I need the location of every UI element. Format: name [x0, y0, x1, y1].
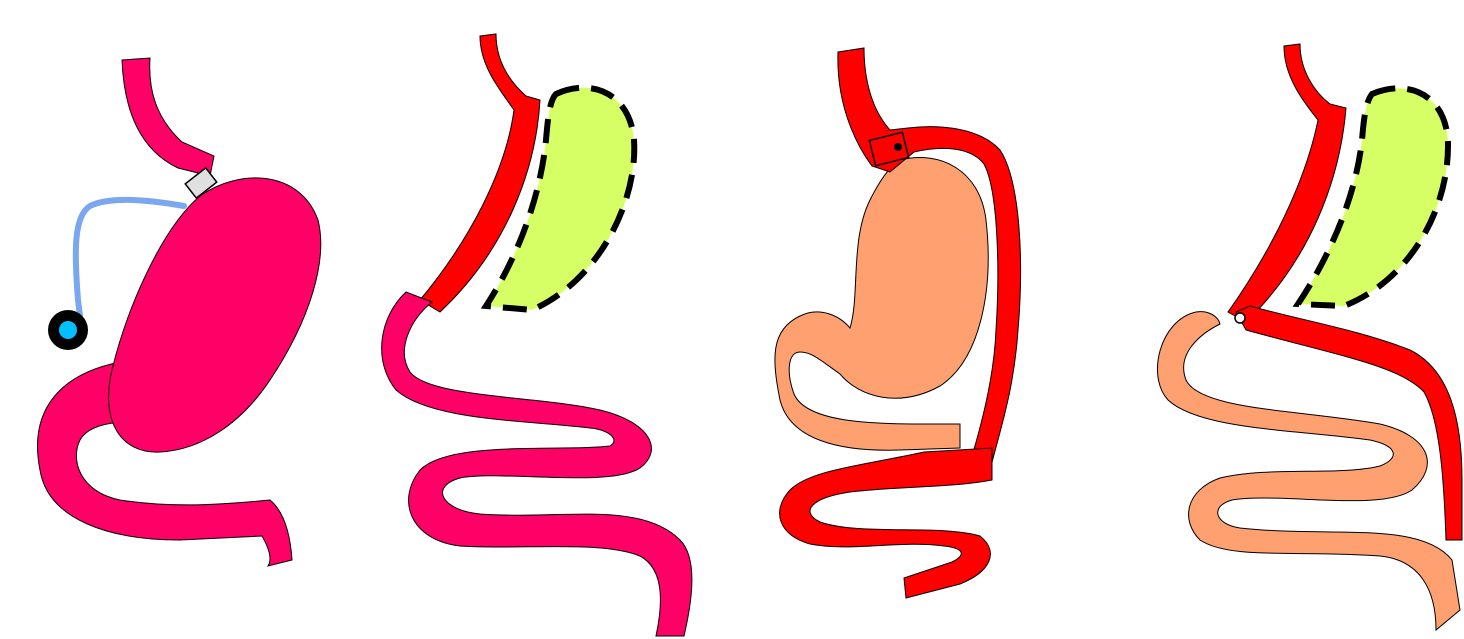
anastomosis-4: [1235, 313, 1245, 323]
anastomosis-3: [894, 143, 902, 151]
panel-sleeve-bypass: [1157, 44, 1462, 630]
intestine-2: [382, 292, 692, 636]
panel-gastric-bypass: [382, 34, 692, 636]
stomach-3: [775, 158, 988, 451]
stomach-1: [109, 178, 321, 452]
access-port-center: [59, 321, 77, 339]
esophagus-1: [122, 58, 214, 176]
panel-biliopancreatic: [775, 48, 1021, 598]
panel-gastric-band: [38, 58, 321, 566]
intestine-3: [780, 448, 992, 598]
